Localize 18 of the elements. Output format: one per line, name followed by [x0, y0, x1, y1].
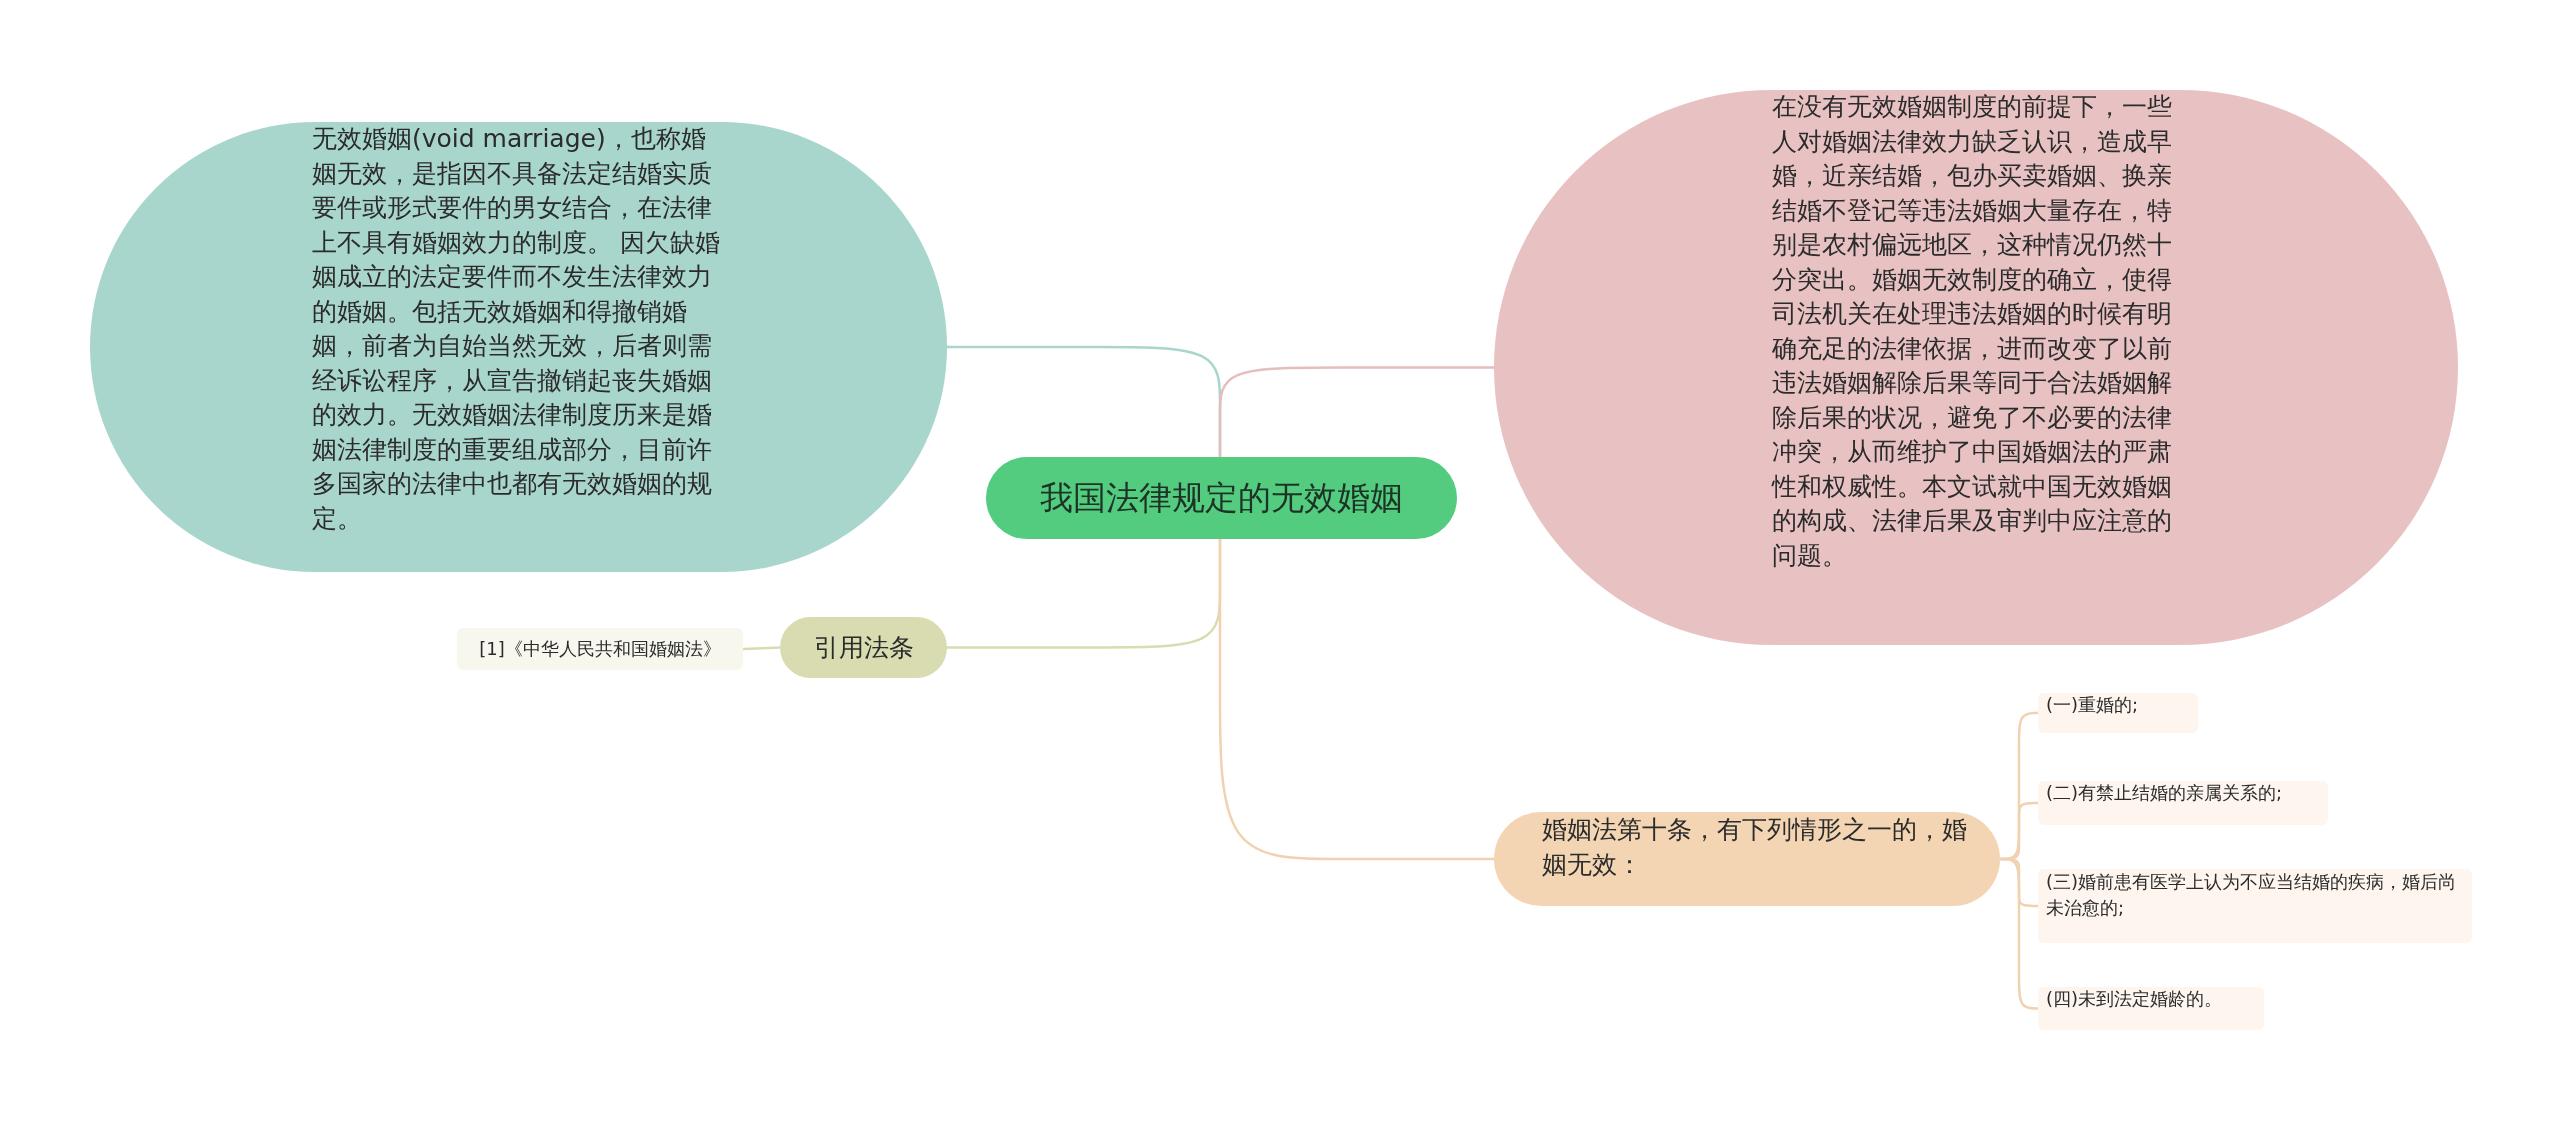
clause-text: (一)重婚的;	[2046, 693, 2140, 717]
clause-text: (二)有禁止结婚的亲属关系的;	[2046, 781, 2284, 805]
clause-text: (四)未到法定婚龄的。	[2046, 987, 2224, 1011]
citation-card	[457, 628, 743, 670]
background-text: 在没有无效婚姻制度的前提下，一些人对婚姻法律效力缺乏认识，造成早婚，近亲结婚，包办买卖婚姻、换亲结婚不登记等违法婚姻大量存在，特别是农村偏远地区，这种情况仍然十分突出。婚姻无效制度的确立，使得司法机关在处理违法婚姻的时候有明确充足的法律依据，进而改变了以前违法婚姻解除后果等同于合法婚姻解除后果的状况，避免了不必要的法律冲突，从而维护了中国婚姻法的严肃性和权威性。本文试就中国无效婚姻的构成、法律后果及审判中应注意的问题。	[1772, 91, 2173, 572]
connector-line	[1218, 366, 1494, 457]
article-text: 婚姻法第十条，有下列情形之一的，婚姻无效：	[1542, 814, 1968, 881]
connector-line	[742, 646, 781, 651]
topic-title: 我国法律规定的无效婚姻	[1040, 478, 1403, 518]
clause-card	[2038, 781, 2328, 825]
connector-line	[1218, 539, 1494, 861]
subtopic-label: 引用法条	[813, 632, 914, 663]
clause-card	[2038, 693, 2198, 733]
definition-text: 无效婚姻(void marriage)，也称婚姻无效，是指因不具备法定结婚实质要件或形式要件的男女结合，在法律上不具有婚姻效力的制度。 因欠缺婚姻成立的法定要件而不发生法律效力的婚姻。包括无效婚姻和得撤销婚姻，前者为自始当然无效，后者则需经诉讼程序，从宣告撤销起丧失婚姻的效力。无效婚姻法律制度历来是婚姻法律制度的重要组成部分，目前许多国家的法律中也都有无效婚姻的规定。	[312, 123, 721, 535]
clause-card	[2038, 987, 2264, 1030]
citation-text: [1]《中华人民共和国婚姻法》	[479, 638, 721, 660]
clause-text: (三)婚前患有医学上认为不应当结婚的疾病，婚后尚未治愈的;	[2046, 870, 2458, 921]
clause-card	[2038, 869, 2472, 943]
